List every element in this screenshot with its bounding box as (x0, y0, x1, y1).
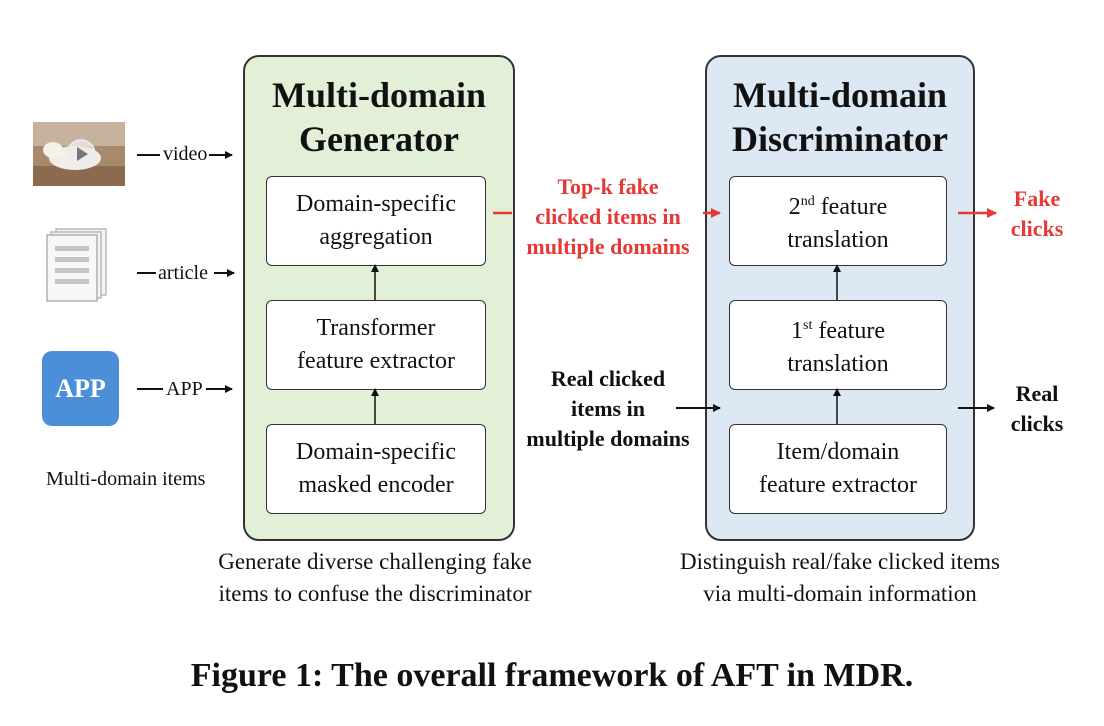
discriminator-title-line1: Multi-domain (732, 75, 947, 115)
box-line: feature extractor (759, 472, 917, 498)
real-items-line: items in (571, 396, 645, 421)
app-icon-text: APP (55, 373, 106, 403)
box-line: masked encoder (298, 472, 454, 498)
fake-clicks-label: Fake clicks (996, 184, 1078, 244)
box-line: feature extractor (297, 348, 455, 374)
box-line: translation (787, 351, 889, 377)
multi-domain-items-label: Multi-domain items (46, 468, 206, 490)
box-line: Item/domain (776, 439, 900, 465)
fake-clicks-line: clicks (1010, 216, 1064, 241)
fake-items-line: Top-k fake (557, 174, 659, 199)
box-line: 1st feature (791, 318, 885, 344)
discriminator-caption: Distinguish real/fake clicked items via … (630, 546, 1050, 610)
video-label: video (163, 143, 208, 165)
caption-line: Distinguish real/fake clicked items (680, 549, 1000, 574)
caption-line: via multi-domain information (703, 581, 977, 606)
real-clicks-line: clicks (1010, 411, 1064, 436)
box-line: translation (787, 227, 889, 253)
generator-title-line1: Multi-domain (271, 75, 486, 115)
real-items-label: Real clicked items in multiple domains (506, 364, 710, 454)
item-domain-feature-extractor-box: Item/domain feature extractor (729, 424, 947, 514)
fake-items-line: clicked items in (535, 204, 681, 229)
second-feature-translation-box: 2nd feature translation (729, 176, 947, 266)
real-items-line: multiple domains (526, 426, 690, 451)
app-icon: APP (42, 351, 119, 426)
transformer-feature-extractor-box: Transformer feature extractor (266, 300, 486, 390)
first-feature-translation-box: 1st feature translation (729, 300, 947, 390)
caption-line: items to confuse the discriminator (218, 581, 532, 606)
real-items-line: Real clicked (550, 366, 666, 391)
generator-caption: Generate diverse challenging fake items … (170, 546, 580, 610)
real-clicks-line: Real (1015, 381, 1059, 406)
article-label: article (158, 262, 208, 284)
box-line: Domain-specific (296, 191, 456, 217)
fake-clicks-line: Fake (1013, 186, 1061, 211)
real-clicks-label: Real clicks (996, 379, 1078, 439)
fake-items-line: multiple domains (526, 234, 690, 259)
box-line: 2nd feature (788, 194, 888, 220)
app-label: APP (166, 378, 203, 400)
caption-line: Generate diverse challenging fake (218, 549, 532, 574)
box-line: Transformer (316, 315, 436, 341)
discriminator-title-line2: Discriminator (732, 119, 948, 159)
box-line: Domain-specific (296, 439, 456, 465)
generator-title-line2: Generator (299, 119, 459, 159)
masked-encoder-box: Domain-specific masked encoder (266, 424, 486, 514)
fake-items-label: Top-k fake clicked items in multiple dom… (506, 172, 710, 262)
figure-caption: Figure 1: The overall framework of AFT i… (190, 657, 914, 694)
article-document-icon (46, 228, 107, 302)
box-line: aggregation (319, 224, 433, 250)
video-thumbnail-icon (33, 122, 125, 186)
